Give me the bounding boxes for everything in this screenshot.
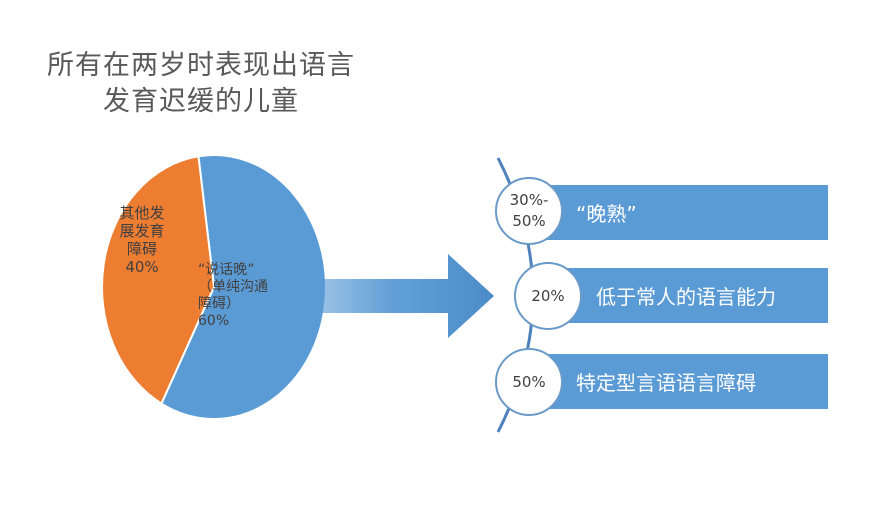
pie-chart (101, 154, 327, 420)
title-line-2: 发育迟缓的儿童 (103, 86, 299, 117)
pie-value-other: 40% (125, 258, 159, 276)
right-arrow-icon (306, 254, 494, 338)
page-title: 所有在两岁时表现出语言 发育迟缓的儿童 (30, 48, 372, 120)
outcome-label-1: “晚熟” (576, 202, 637, 226)
outcome-pct-circle-3: 50% (495, 348, 563, 416)
outcome-bar-1: “晚熟” (530, 185, 828, 240)
pie-label-other-disorders: 其他发 展发育 障碍 40% (108, 204, 176, 276)
outcome-pct-2: 20% (531, 286, 565, 305)
outcome-bar-3: 特定型言语语言障碍 (530, 354, 828, 409)
outcome-label-3: 特定型言语语言障碍 (576, 371, 756, 395)
pie-label-speech-line-1: “说话晚” (198, 262, 255, 278)
outcome-label-2: 低于常人的语言能力 (596, 285, 776, 309)
title-line-1: 所有在两岁时表现出语言 (47, 50, 355, 81)
outcome-pct-3: 50% (512, 372, 546, 391)
outcome-pct-1-line-2: 50% (512, 212, 546, 230)
pie-label-other-line-1: 其他发 (119, 204, 165, 222)
outcome-bar-2: 低于常人的语言能力 (560, 268, 828, 323)
outcome-pct-1-line-1: 30%- (509, 191, 549, 209)
pie-value-speech: 60% (198, 313, 230, 329)
pie-label-other-line-2: 展发育 (119, 222, 165, 240)
outcome-pct-circle-1: 30%- 50% (495, 177, 563, 245)
outcome-pct-circle-2: 20% (514, 262, 582, 330)
pie-label-speech-line-2: （单纯沟通 (198, 279, 268, 295)
pie-slice-other-disorders (101, 155, 216, 406)
pie-label-speech-late: “说话晚” （单纯沟通 障碍） 60% (198, 262, 318, 330)
pie-label-speech-line-3: 障碍） (198, 296, 240, 312)
pie-label-other-line-3: 障碍 (126, 240, 157, 258)
